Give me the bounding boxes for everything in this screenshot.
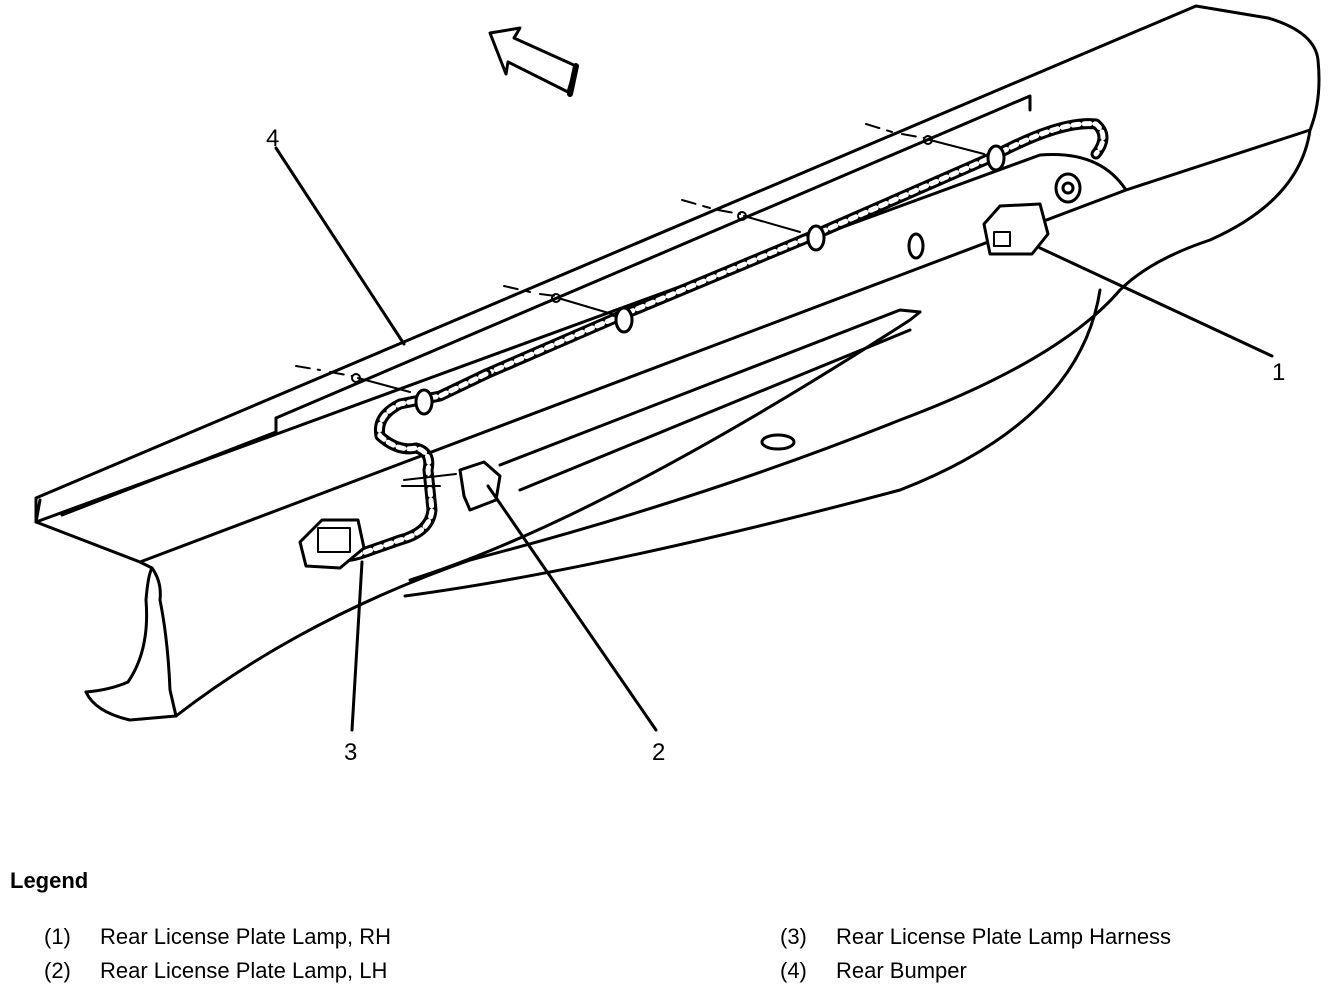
callout-2: 2 xyxy=(652,739,665,766)
leader-lines xyxy=(274,146,1274,732)
legend-item-number: (4) xyxy=(780,958,807,983)
lh-lamp xyxy=(401,460,502,512)
legend-item-3: (3) Rear License Plate Lamp Harness xyxy=(780,924,1171,950)
legend-title: Legend xyxy=(10,868,89,893)
legend-item-label: Rear Bumper xyxy=(836,958,967,983)
mounting-screws xyxy=(295,123,985,393)
callout-3: 3 xyxy=(344,739,357,766)
legend-item-2: (2) Rear License Plate Lamp, LH xyxy=(44,958,387,984)
bumper-diagram: 1 2 3 4 xyxy=(34,4,1321,766)
legend-item-4: (4) Rear Bumper xyxy=(780,958,967,984)
legend-item-number: (3) xyxy=(780,924,807,949)
rear-bumper xyxy=(34,4,1321,722)
callout-1: 1 xyxy=(1272,359,1285,386)
legend-item-1: (1) Rear License Plate Lamp, RH xyxy=(44,924,391,950)
forward-arrow-icon xyxy=(488,26,579,97)
lamp-harness xyxy=(298,118,1109,570)
legend-item-number: (2) xyxy=(44,958,71,983)
legend-item-label: Rear License Plate Lamp Harness xyxy=(836,924,1172,949)
legend-item-label: Rear License Plate Lamp, LH xyxy=(100,958,388,983)
legend: Legend (1) Rear License Plate Lamp, RH (2… xyxy=(0,862,1344,992)
rh-lamp xyxy=(982,172,1082,256)
legend-item-label: Rear License Plate Lamp, RH xyxy=(100,924,392,949)
legend-item-number: (1) xyxy=(44,924,71,949)
callout-4: 4 xyxy=(266,125,279,152)
